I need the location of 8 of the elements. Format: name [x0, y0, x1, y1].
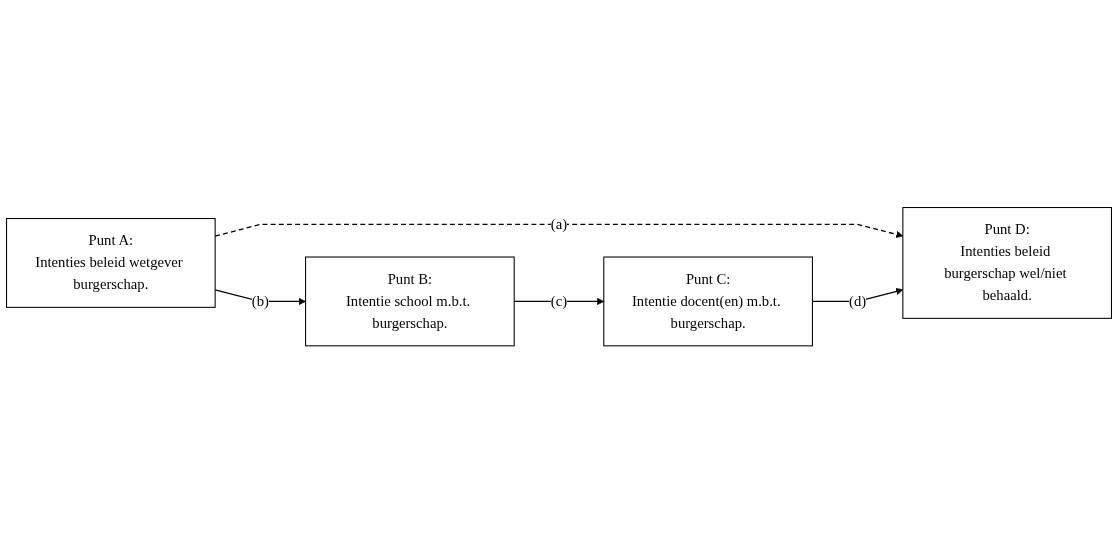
node-box: Punt A: Intenties beleid wetgever burgerschap. [6, 218, 216, 309]
edge-label: (a) [550, 216, 568, 233]
node-box: Punt C: Intentie docent(en) m.b.t. burgerschap. [603, 256, 813, 347]
node-box: Punt B: Intentie school m.b.t. burgerschap. [305, 256, 515, 347]
edge-label: (d) [849, 293, 867, 310]
node-box: Punt D: Intenties beleid burgerschap wel/niet behaald. [902, 207, 1112, 320]
edge-label: (c) [550, 293, 568, 310]
edge-label: (b) [251, 293, 269, 310]
